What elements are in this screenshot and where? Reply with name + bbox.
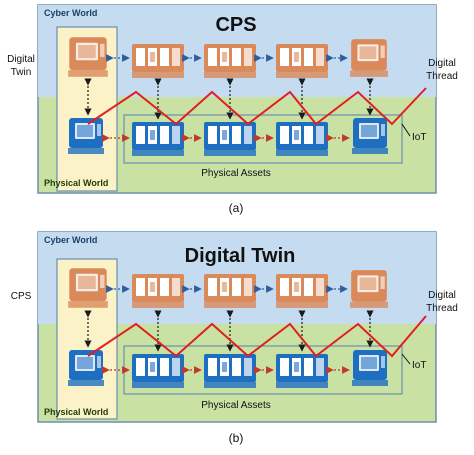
cnc-machine-icon xyxy=(132,44,184,78)
cnc-machine-icon xyxy=(352,118,388,154)
left-label-line1: CPS xyxy=(11,291,32,302)
iot-pointer xyxy=(401,123,411,137)
cnc-machine-icon xyxy=(204,122,256,156)
panel-title: CPS xyxy=(215,14,256,36)
panel-title: Digital Twin xyxy=(185,245,296,267)
cnc-machine-icon xyxy=(68,37,108,77)
thread-label-line1: Digital xyxy=(428,290,456,301)
panel-a: Cyber World Physical World CPS Digital T… xyxy=(7,4,458,215)
cnc-machine-icon xyxy=(276,44,328,78)
digital-thread-line xyxy=(87,87,427,126)
cyber-world-label: Cyber World xyxy=(44,8,97,18)
cnc-machine-icon xyxy=(204,44,256,78)
cnc-machine-icon xyxy=(276,122,328,156)
cnc-machine-icon xyxy=(68,118,104,154)
cnc-machine-icon xyxy=(132,354,184,388)
iot-label: IoT xyxy=(412,132,426,143)
iot-pointer xyxy=(401,353,411,365)
physical-assets-label: Physical Assets xyxy=(201,168,270,179)
cnc-machine-icon xyxy=(276,274,328,308)
thread-label-line2: Thread xyxy=(426,71,458,82)
cnc-machine-icon xyxy=(204,354,256,388)
caption: (b) xyxy=(229,431,244,445)
left-label-line1: Digital xyxy=(7,54,35,65)
digital-thread-line xyxy=(87,315,427,358)
cnc-machine-icon xyxy=(276,354,328,388)
cnc-machine-icon xyxy=(132,122,184,156)
physical-assets-label: Physical Assets xyxy=(201,400,270,411)
cnc-machine-icon xyxy=(204,274,256,308)
thread-label-line2: Thread xyxy=(426,303,458,314)
physical-world-label: Physical World xyxy=(44,178,108,188)
cnc-machine-icon xyxy=(350,39,388,77)
panel-b: Cyber World Physical World Digital Twin … xyxy=(11,231,458,445)
left-label-line2: Twin xyxy=(11,67,32,78)
cyber-world-label: Cyber World xyxy=(44,235,97,245)
cnc-machine-icon xyxy=(132,274,184,308)
cnc-machine-icon xyxy=(350,270,388,308)
cnc-machine-icon xyxy=(68,268,108,308)
cnc-machine-icon xyxy=(352,350,388,386)
caption: (a) xyxy=(229,201,244,215)
physical-world-label: Physical World xyxy=(44,407,108,417)
cnc-machine-icon xyxy=(68,350,104,386)
thread-label-line1: Digital xyxy=(428,58,456,69)
iot-label: IoT xyxy=(412,360,426,371)
